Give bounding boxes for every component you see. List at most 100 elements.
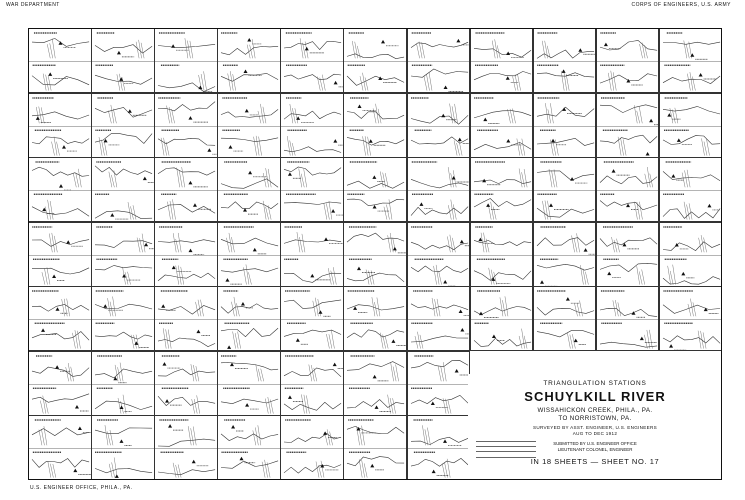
station-sketch-cell bbox=[469, 221, 534, 287]
station-sketch bbox=[533, 32, 596, 91]
station-sketch bbox=[281, 96, 343, 156]
title-block: TRIANGULATION STATIONS SCHUYLKILL RIVER … bbox=[468, 374, 722, 480]
station-sketch bbox=[659, 32, 722, 91]
station-sketch-cell bbox=[532, 28, 597, 94]
station-sketch-cell bbox=[595, 28, 660, 94]
station-sketch-cell bbox=[658, 28, 723, 94]
station-sketch-cell bbox=[532, 92, 597, 158]
station-sketch-cell bbox=[154, 350, 218, 416]
station-sketch bbox=[218, 419, 280, 479]
station-sketch-cell bbox=[595, 286, 660, 352]
station-sketch bbox=[92, 161, 154, 220]
station-sketch bbox=[470, 226, 533, 285]
station-sketch-cell bbox=[406, 286, 471, 352]
station-sketch-cell bbox=[469, 28, 534, 94]
station-sketch-cell bbox=[217, 157, 281, 223]
station-sketch-cell bbox=[154, 157, 218, 223]
station-sketch bbox=[596, 290, 659, 349]
station-sketch bbox=[344, 419, 407, 479]
station-sketch-cell bbox=[91, 92, 155, 158]
station-sketch bbox=[344, 96, 407, 156]
station-sketch bbox=[29, 96, 91, 156]
station-sketch bbox=[596, 32, 659, 91]
station-sketch-cell bbox=[154, 28, 218, 94]
station-sketch-cell bbox=[532, 286, 597, 352]
station-sketch-cell bbox=[217, 28, 281, 94]
header-department: WAR DEPARTMENT bbox=[6, 2, 60, 8]
station-sketch bbox=[281, 290, 343, 349]
station-sketch-cell bbox=[28, 157, 92, 223]
station-sketch bbox=[659, 96, 722, 156]
station-sketch bbox=[218, 355, 280, 414]
station-sketch-cell bbox=[217, 350, 281, 416]
station-sketch bbox=[470, 290, 533, 349]
submitted-line-1: SUBMITTED BY U.S. ENGINEER OFFICE bbox=[553, 441, 637, 446]
station-sketch-cell bbox=[595, 92, 660, 158]
station-sketch-cell bbox=[91, 415, 155, 481]
station-sketch bbox=[218, 96, 280, 156]
station-sketch-cell bbox=[469, 286, 534, 352]
station-sketch-cell bbox=[217, 286, 281, 352]
station-sketch-cell bbox=[91, 28, 155, 94]
station-sketch-cell bbox=[658, 157, 723, 223]
sheet-number: IN 18 SHEETS — SHEET NO. 17 bbox=[530, 457, 660, 466]
station-sketch-cell bbox=[343, 157, 408, 223]
station-sketch-cell bbox=[280, 350, 344, 416]
station-sketch-cell bbox=[28, 286, 92, 352]
station-sketch-cell bbox=[280, 286, 344, 352]
range-line-1: WISSAHICKON CREEK, PHILA., PA. bbox=[537, 407, 653, 414]
station-sketch-cell bbox=[28, 350, 92, 416]
station-sketch-cell bbox=[406, 350, 471, 416]
station-sketch-cell bbox=[658, 92, 723, 158]
station-sketch-cell bbox=[280, 157, 344, 223]
station-sketch-cell bbox=[154, 92, 218, 158]
station-sketch bbox=[155, 419, 217, 479]
station-sketch bbox=[155, 161, 217, 220]
station-sketch-cell bbox=[469, 92, 534, 158]
survey-line-2: AUG TO DEC 1912 bbox=[572, 431, 618, 436]
map-title: SCHUYLKILL RIVER bbox=[524, 389, 666, 404]
station-sketch bbox=[533, 96, 596, 156]
station-sketch bbox=[407, 355, 470, 414]
station-sketch-cell bbox=[595, 157, 660, 223]
station-sketch bbox=[155, 96, 217, 156]
footer-office: U.S. ENGINEER OFFICE, PHILA., PA. bbox=[30, 485, 133, 491]
station-sketch-cell bbox=[91, 157, 155, 223]
station-sketch-cell bbox=[532, 221, 597, 287]
station-sketch bbox=[155, 290, 217, 349]
station-sketch bbox=[344, 290, 407, 349]
title-kicker: TRIANGULATION STATIONS bbox=[543, 380, 647, 387]
station-sketch-cell bbox=[217, 415, 281, 481]
station-sketch bbox=[659, 226, 722, 285]
station-sketch bbox=[407, 226, 470, 286]
station-sketch bbox=[218, 161, 280, 220]
range-line-2: TO NORRISTOWN, PA. bbox=[558, 415, 632, 422]
station-sketch-cell bbox=[343, 92, 408, 158]
station-sketch bbox=[596, 96, 659, 156]
station-sketch bbox=[533, 290, 596, 349]
station-sketch bbox=[218, 290, 280, 350]
station-sketch-cell bbox=[343, 221, 408, 287]
station-sketch bbox=[470, 32, 533, 91]
station-sketch bbox=[92, 226, 154, 285]
station-sketch bbox=[281, 161, 343, 220]
station-sketch bbox=[281, 32, 343, 91]
station-sketch bbox=[92, 355, 154, 414]
station-sketch bbox=[92, 32, 154, 91]
station-sketch bbox=[596, 161, 659, 220]
station-sketch-cell bbox=[91, 350, 155, 416]
title-notes bbox=[476, 438, 536, 459]
station-sketch bbox=[533, 161, 596, 220]
station-sketch bbox=[533, 226, 596, 286]
station-sketch-cell bbox=[343, 415, 408, 481]
station-sketch bbox=[218, 226, 280, 285]
station-sketch bbox=[344, 226, 407, 285]
station-sketch bbox=[155, 355, 217, 414]
station-sketch bbox=[470, 96, 533, 156]
station-sketch-cell bbox=[154, 415, 218, 481]
station-sketch bbox=[29, 226, 91, 285]
station-sketch-cell bbox=[28, 415, 92, 481]
station-sketch-cell bbox=[154, 286, 218, 352]
station-sketch bbox=[218, 32, 280, 91]
